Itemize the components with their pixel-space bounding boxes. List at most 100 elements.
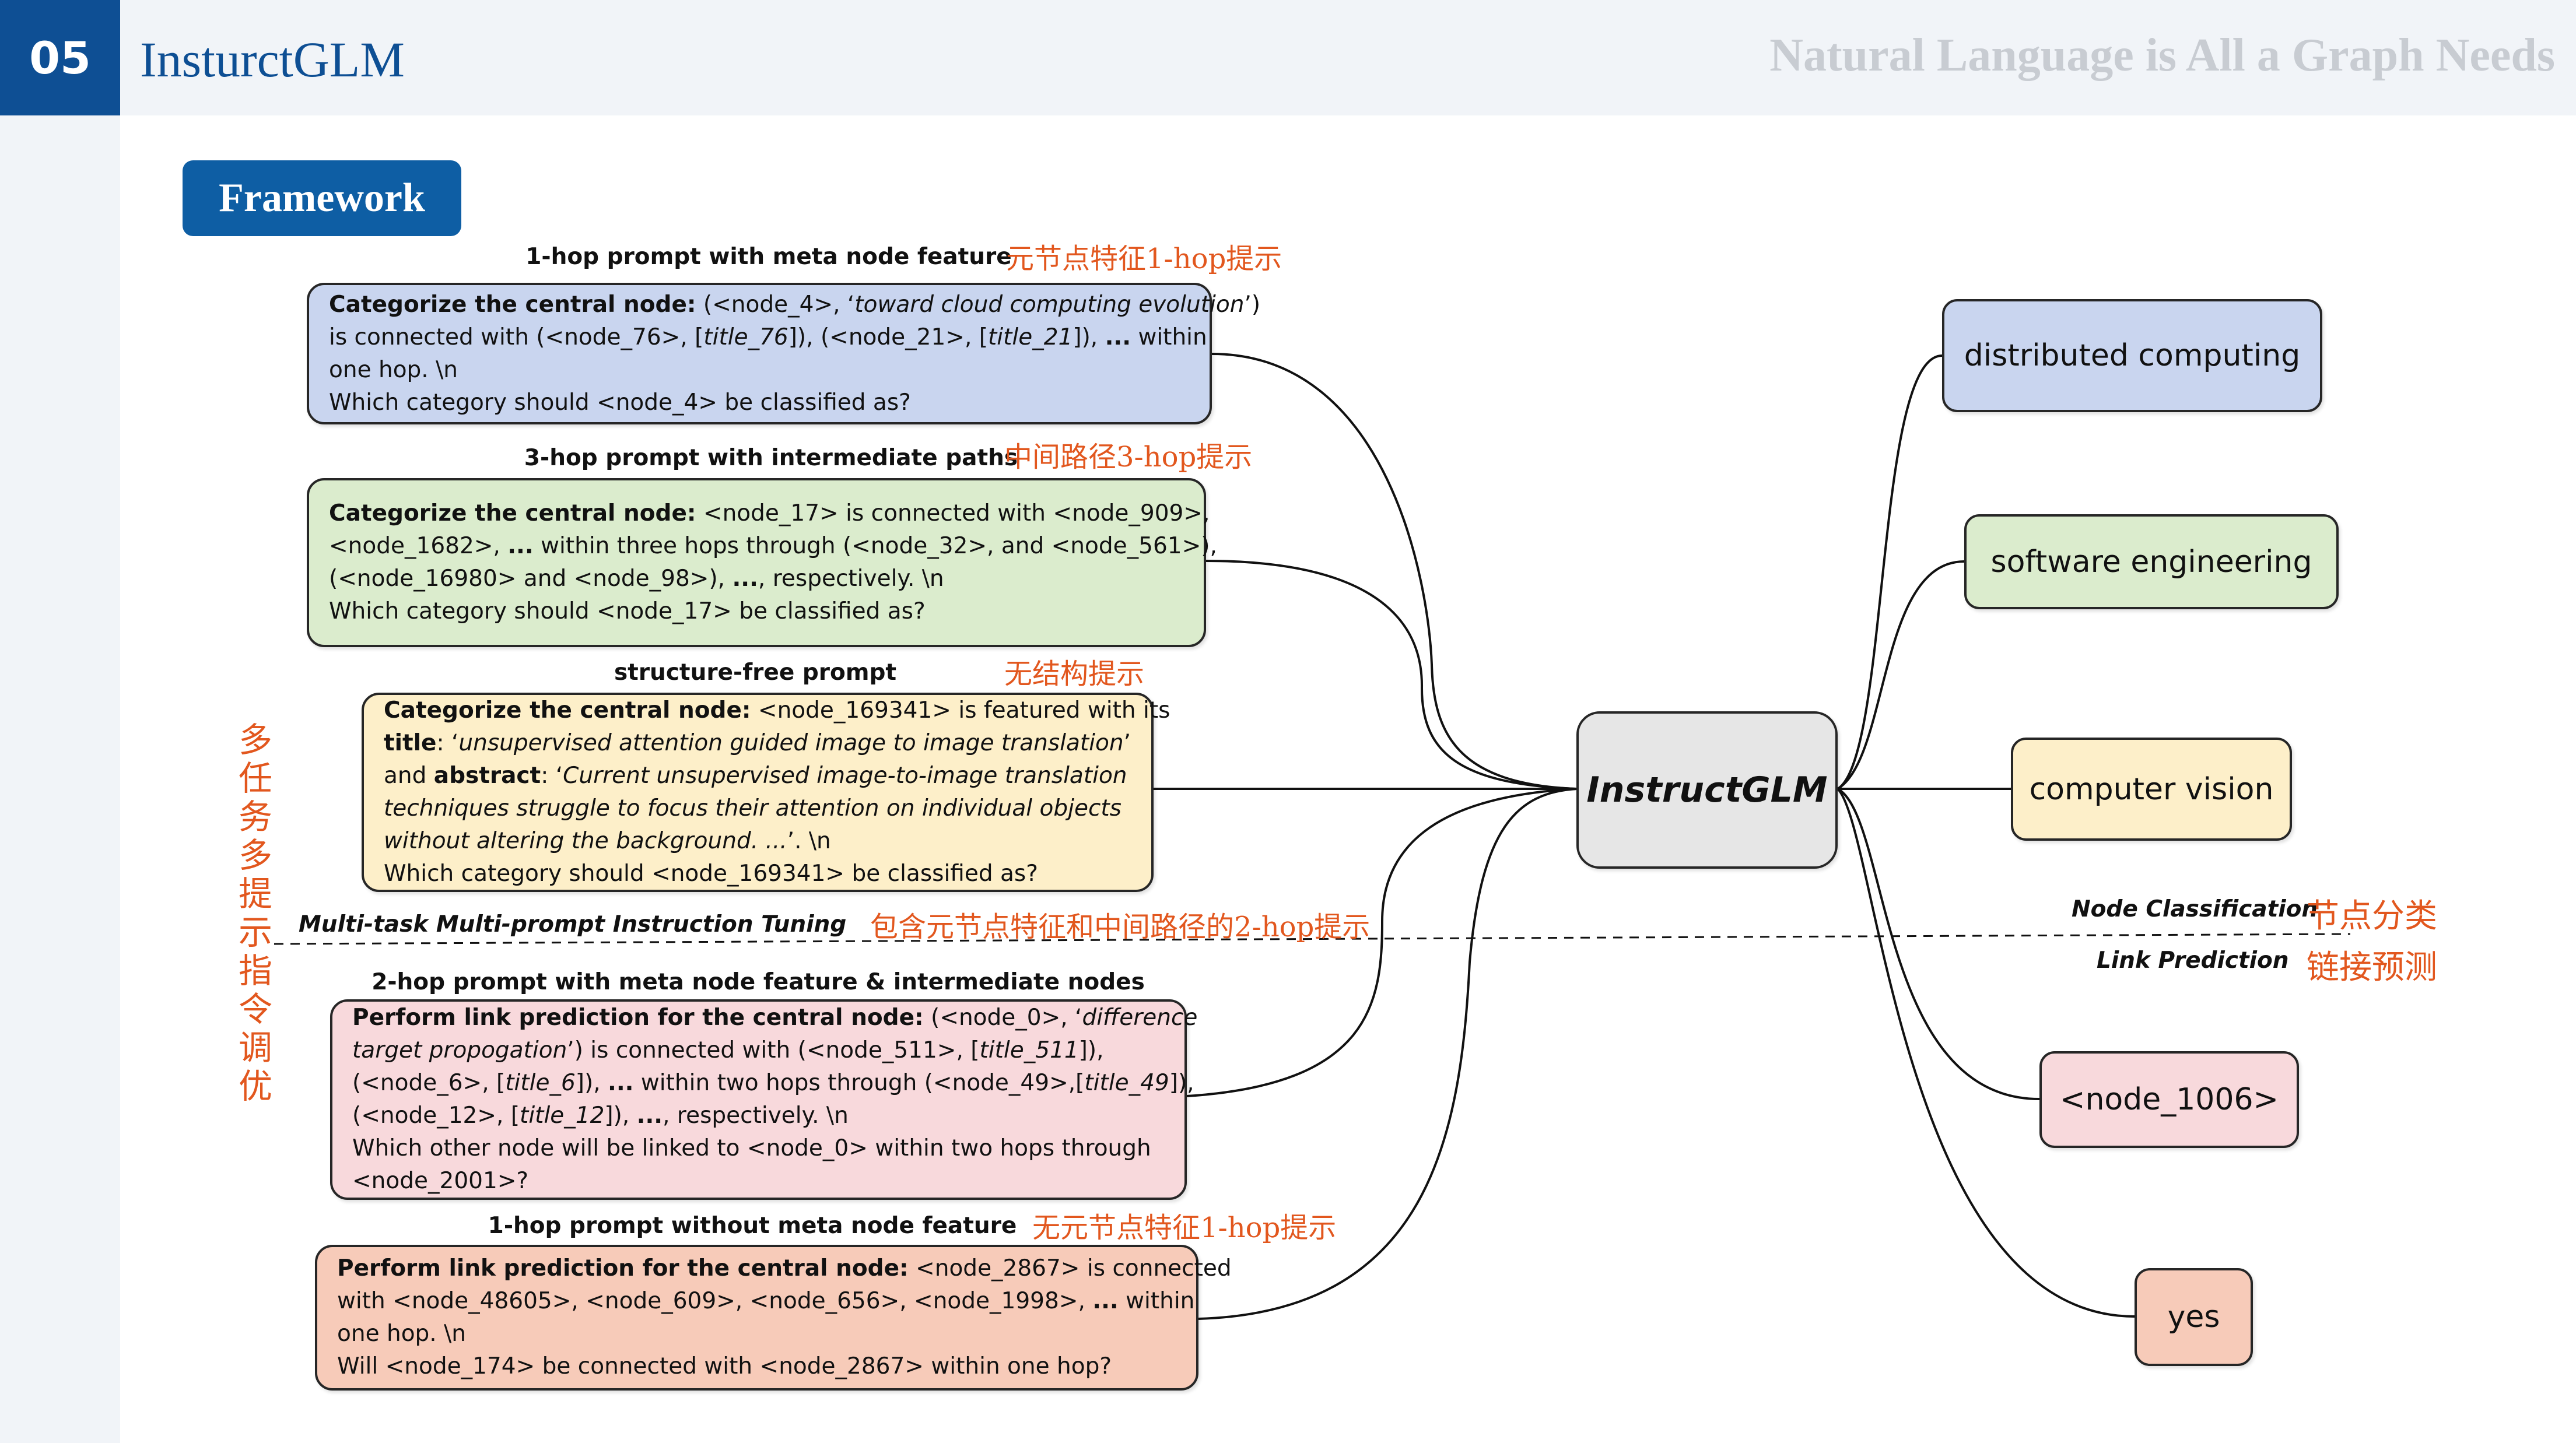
prompt-line: Which other node will be linked to <node… (352, 1132, 1165, 1165)
prompt-text-segment: ... (1092, 1288, 1119, 1314)
prompt-text-segment: : ‘ (436, 730, 459, 756)
prompt-text-segment: ]), (1169, 1070, 1194, 1096)
divider-left-label: Multi-task Multi-prompt Instruction Tuni… (299, 911, 847, 938)
edge-answer-4 (1837, 788, 2040, 1100)
prompt-text-segment: target propogation (352, 1037, 567, 1063)
prompt-line: Categorize the central node: (<node_4>, … (329, 289, 1260, 321)
prompt-line: Categorize the central node: <node_17> i… (329, 497, 1210, 530)
prompt-text-segment: ]), (<node_21>, [ (788, 324, 988, 350)
prompt-text-segment: ... (636, 1103, 663, 1129)
prompt-1-caption-cn: 元节点特征1-hop提示 (1006, 243, 1282, 275)
prompt-text-segment: with <node_48605>, <node_609>, <node_656… (337, 1288, 1093, 1314)
prompt-text-segment: ... (507, 533, 534, 559)
prompt-line: without altering the background. ...’. \… (384, 825, 1131, 858)
prompt-text-segment: (<node_16980> and <node_98>), (329, 566, 733, 592)
prompt-text-segment: ]), (575, 1070, 608, 1096)
answer-yes: yes (2135, 1268, 2253, 1366)
prompt-text-segment: ’) is connected with (<node_511>, [ (567, 1037, 980, 1063)
header-bar (0, 0, 2576, 115)
prompt-text-segment: ’ (1123, 730, 1131, 756)
prompt-line: Which category should <node_169341> be c… (384, 858, 1131, 890)
prompt-line: (<node_16980> and <node_98>), ..., respe… (329, 563, 1184, 595)
prompt-text-segment: within (1118, 1288, 1195, 1314)
prompt-text-segment: title_49 (1084, 1070, 1169, 1096)
prompt-text-segment: one hop. \n (329, 356, 458, 383)
prompt-5-caption: 1-hop prompt without meta node feature (488, 1213, 1017, 1239)
prompt-line: (<node_6>, [title_6]), ... within two ho… (352, 1067, 1194, 1100)
prompt-text-segment: : ‘ (541, 763, 563, 789)
task-label-node-classification: Node Classification (2072, 896, 2318, 922)
answer-node-1006: <node_1006> (2039, 1051, 2299, 1148)
prompt-text-segment: Will <node_174> be connected with <node_… (337, 1353, 1112, 1379)
prompt-text-segment: title_76 (703, 324, 788, 350)
prompt-text-segment: <node_2001>? (352, 1168, 529, 1194)
edge-prompt-4 (1186, 788, 1577, 1097)
prompt-text-segment: (<node_0>, ‘ (923, 1005, 1082, 1031)
prompt-text-segment: (<node_6>, [ (352, 1070, 506, 1096)
edge-answer-5 (1837, 788, 2135, 1318)
task-label-node-classification-cn: 节点分类 (2307, 897, 2437, 935)
divider-left-note-cn: 包含元节点特征和中间路径的2-hop提示 (870, 911, 1371, 943)
edge-answer-2 (1837, 560, 1965, 790)
prompt-line: one hop. \n (337, 1318, 1176, 1350)
prompt-line: Which category should <node_17> be class… (329, 595, 1184, 628)
prompt-text-segment: ’. \n (787, 828, 831, 854)
prompt-line: <node_2001>? (352, 1165, 1165, 1198)
prompt-line: (<node_12>, [title_12]), ..., respective… (352, 1100, 1165, 1132)
prompt-text-segment: difference (1082, 1005, 1198, 1031)
prompt-text-segment: Categorize the central node: (384, 697, 751, 724)
prompt-text-segment: ... (732, 566, 758, 592)
prompt-line: techniques struggle to focus their atten… (384, 792, 1131, 825)
prompt-text-segment: Categorize the central node: (329, 291, 696, 318)
prompt-text-segment: , respectively. \n (758, 566, 944, 592)
prompt-text-segment: title_12 (520, 1103, 605, 1129)
prompt-text-segment: and (384, 763, 434, 789)
prompt-text-segment: abstract (433, 763, 541, 789)
edge-prompt-1 (1211, 353, 1577, 790)
prompt-text-segment: ]), (1078, 1037, 1104, 1063)
prompt-text-segment: <node_1682>, (329, 533, 508, 559)
prompt-line: and abstract: ‘Current unsupervised imag… (384, 760, 1131, 792)
page-subtitle: Natural Language is All a Graph Needs (1769, 30, 2555, 81)
prompt-text-segment: ... (608, 1070, 634, 1096)
answer-distributed-computing: distributed computing (1942, 299, 2322, 412)
edge-answer-1 (1837, 354, 1943, 790)
prompt-text-segment: is connected with (<node_76>, [ (329, 324, 704, 350)
task-label-link-prediction: Link Prediction (2097, 947, 2289, 974)
prompt-line: Perform link prediction for the central … (337, 1252, 1232, 1285)
prompt-line: Will <node_174> be connected with <node_… (337, 1350, 1176, 1383)
prompt-text-segment: without altering the background. ... (384, 828, 787, 854)
prompt-text-segment: title (384, 730, 437, 756)
prompt-2-caption-cn: 中间路径3-hop提示 (1004, 441, 1253, 473)
prompt-text-segment: <node_17> is connected with <node_909>, (696, 500, 1210, 526)
prompt-text-segment: Which category should <node_169341> be c… (384, 861, 1038, 887)
prompt-line: title: ‘unsupervised attention guided im… (384, 727, 1131, 760)
prompt-text-segment: Current unsupervised image-to-image tran… (563, 763, 1127, 789)
prompt-text-segment: Perform link prediction for the central … (337, 1255, 909, 1282)
prompt-1-caption: 1-hop prompt with meta node feature (525, 244, 1012, 270)
prompt-text-segment: (<node_4>, ‘ (696, 291, 855, 318)
prompt-text-segment: title_511 (979, 1037, 1079, 1063)
prompt-line: Categorize the central node: <node_16934… (384, 694, 1170, 727)
prompt-line: Perform link prediction for the central … (352, 1002, 1197, 1034)
prompt-2-caption: 3-hop prompt with intermediate paths (524, 445, 1018, 471)
prompt-box-2hop-meta-nodes: Perform link prediction for the central … (330, 999, 1197, 1200)
prompt-text-segment: title_6 (505, 1070, 576, 1096)
framework-tag: Framework (183, 160, 461, 236)
answer-software-engineering: software engineering (1964, 514, 2339, 609)
prompt-text-segment: (<node_12>, [ (352, 1103, 520, 1129)
prompt-text-segment: , respectively. \n (663, 1103, 849, 1129)
answer-computer-vision: computer vision (2011, 738, 2292, 841)
prompt-text-segment: ]), (604, 1103, 637, 1129)
prompt-text-segment: ’) (1244, 291, 1261, 318)
prompt-5-caption-cn: 无元节点特征1-hop提示 (1032, 1212, 1337, 1244)
prompt-line: with <node_48605>, <node_609>, <node_656… (337, 1285, 1194, 1318)
prompt-line: one hop. \n (329, 354, 1190, 387)
prompt-text-segment: title_21 (987, 324, 1073, 350)
prompt-text-segment: <node_2867> is connected (908, 1255, 1232, 1282)
prompt-text-segment: <node_169341> is featured with its (751, 697, 1170, 724)
prompt-text-segment: within three hops through (<node_32>, an… (533, 533, 1217, 559)
prompt-text-segment: ... (1105, 324, 1131, 350)
prompt-line: <node_1682>, ... within three hops throu… (329, 530, 1217, 563)
